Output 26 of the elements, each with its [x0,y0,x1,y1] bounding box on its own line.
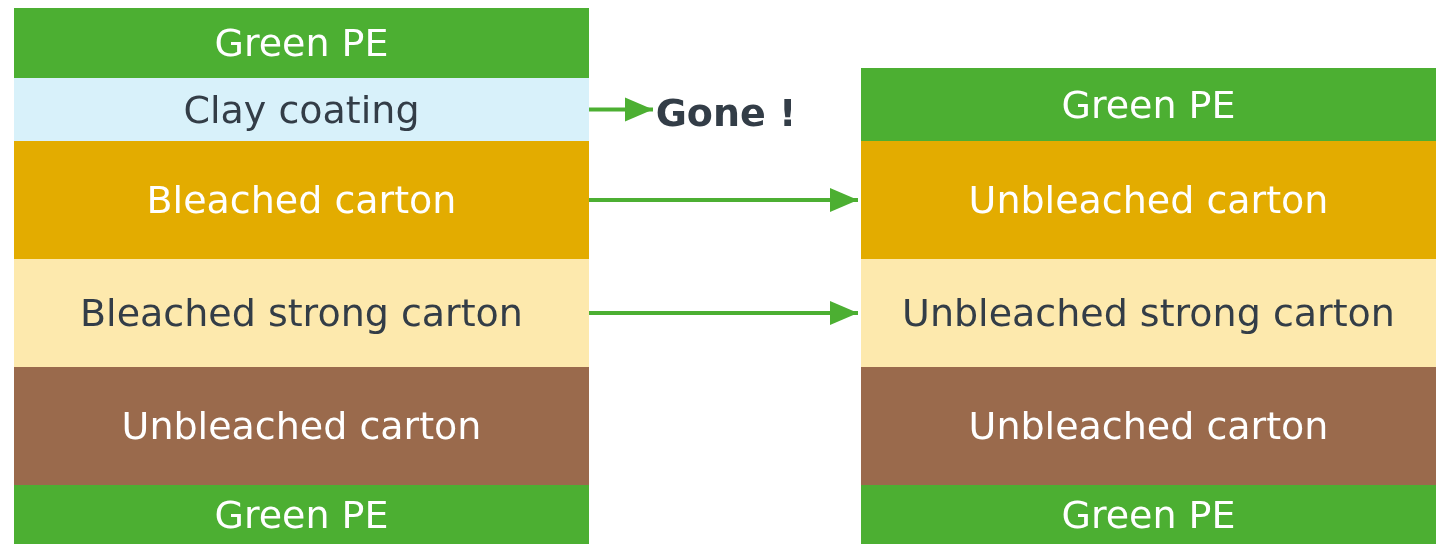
layer-band [14,141,589,259]
layer-label: Green PE [214,21,389,65]
arrow [589,97,653,122]
layer-band [861,485,1436,544]
layer-label: Green PE [1061,492,1236,537]
layer-band [861,367,1436,485]
layer-band [14,259,589,367]
layer-band [14,8,589,78]
layer-label: Green PE [1061,82,1236,127]
layer-label: Unbleached strong carton [902,291,1395,335]
layer-band [861,141,1436,259]
layer-label: Bleached carton [146,178,457,222]
gone-text: Gone ! [655,91,797,135]
arrow [589,301,858,325]
layer-band [14,78,589,141]
layer-label: Unbleached carton [968,404,1329,448]
layer-label: Green PE [214,492,389,537]
layer-band [14,485,589,544]
layer-band [14,367,589,485]
layer-label: Unbleached carton [121,404,482,448]
layer-band [861,68,1436,141]
layer-label: Bleached strong carton [80,291,523,335]
arrow [589,188,858,212]
layer-label: Clay coating [183,87,420,132]
layer-label: Unbleached carton [968,178,1329,222]
layer-band [861,259,1436,367]
